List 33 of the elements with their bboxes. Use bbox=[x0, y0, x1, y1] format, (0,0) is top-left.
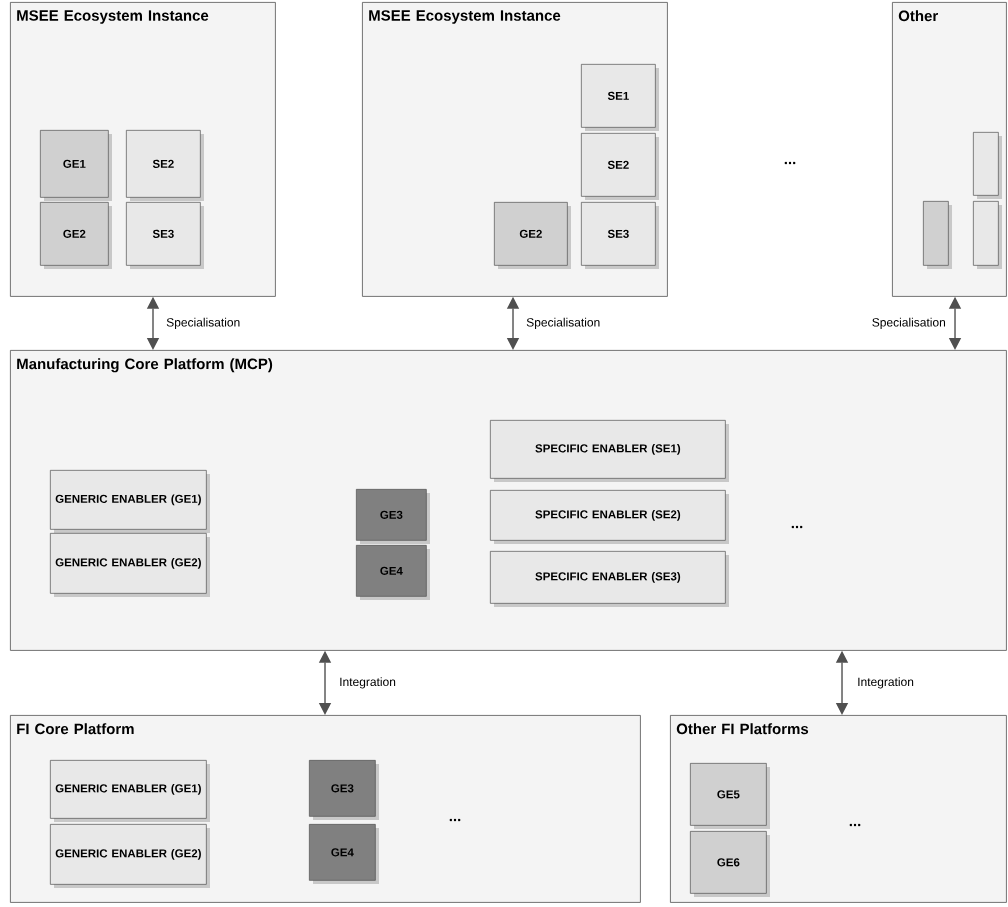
enabler-box bbox=[923, 201, 952, 269]
enabler-box: GE2 bbox=[40, 202, 112, 269]
enabler-box: GE6 bbox=[690, 831, 770, 897]
enabler-box: GE4 bbox=[356, 545, 430, 600]
enabler-box: SE2 bbox=[581, 133, 659, 200]
enabler-box bbox=[973, 201, 1002, 269]
ellipsis: ... bbox=[849, 823, 861, 827]
enabler-box: SPECIFIC ENABLER (SE3) bbox=[490, 551, 729, 607]
enabler-box: GENERIC ENABLER (GE1) bbox=[50, 760, 210, 822]
enabler-box: GENERIC ENABLER (GE2) bbox=[50, 533, 210, 597]
edge-label: Integration bbox=[856, 676, 915, 690]
enabler-box: GE2 bbox=[494, 202, 571, 269]
enabler-box: SE1 bbox=[581, 64, 659, 131]
edge-label: Integration bbox=[338, 676, 397, 690]
enabler-box: GE3 bbox=[356, 489, 430, 544]
enabler-box: GENERIC ENABLER (GE2) bbox=[50, 824, 210, 888]
enabler-box: SE2 bbox=[126, 130, 204, 201]
edge-label: Specialisation bbox=[525, 316, 602, 330]
enabler-box: GE5 bbox=[690, 763, 770, 829]
ellipsis: ... bbox=[784, 161, 796, 165]
enabler-box: SPECIFIC ENABLER (SE2) bbox=[490, 490, 729, 544]
edge-label: Specialisation bbox=[870, 316, 947, 330]
enabler-box: GENERIC ENABLER (GE1) bbox=[50, 470, 210, 533]
enabler-box: SE3 bbox=[581, 202, 659, 269]
enabler-box: SPECIFIC ENABLER (SE1) bbox=[490, 420, 729, 482]
enabler-box: GE4 bbox=[309, 824, 379, 884]
enabler-box: GE1 bbox=[40, 130, 112, 201]
ellipsis: ... bbox=[791, 525, 803, 529]
enabler-box: SE3 bbox=[126, 202, 204, 269]
ellipsis: ... bbox=[449, 818, 461, 822]
enabler-box: GE3 bbox=[309, 760, 379, 820]
edge-label: Specialisation bbox=[165, 316, 242, 330]
enabler-box bbox=[973, 132, 1002, 199]
